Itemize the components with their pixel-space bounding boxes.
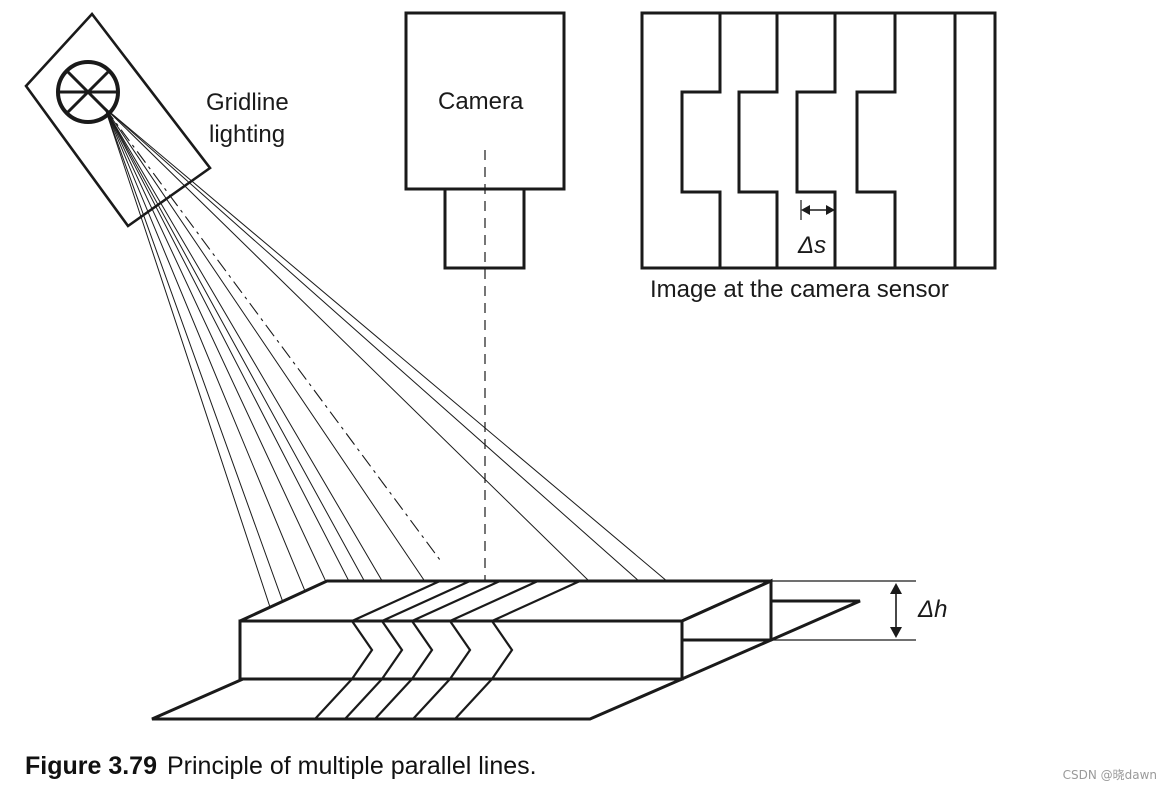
object-stripe: [449, 579, 539, 623]
object-stripe: [454, 678, 493, 720]
object-stripe: [351, 620, 374, 680]
delta-h-label: Δh: [917, 596, 947, 623]
sensor-image-label: Image at the camera sensor: [650, 276, 949, 303]
sensor-image-panel: [640, 11, 997, 270]
object-stripe: [381, 620, 404, 680]
figure-number: Figure 3.79: [25, 752, 157, 780]
light-axis: [104, 107, 441, 561]
delta-h-dimension: [771, 580, 916, 641]
object-stripe: [411, 620, 434, 680]
object-stripe: [344, 678, 383, 720]
light-ray: [104, 107, 641, 583]
object-stripe: [374, 678, 413, 720]
figure-caption: Figure 3.79 Principle of multiple paralle…: [25, 752, 537, 781]
gridline-lighting-label: Gridline lighting: [206, 89, 295, 148]
object-stripe: [449, 620, 472, 680]
watermark: CSDN @晓dawn: [1062, 768, 1157, 782]
object-stripe: [491, 620, 514, 680]
object-stripe: [491, 579, 581, 623]
object-stripe: [412, 678, 451, 720]
figure-caption-text: Principle of multiple parallel lines.: [167, 752, 537, 780]
delta-s-label: Δs: [797, 232, 826, 259]
camera-label: Camera: [438, 88, 524, 115]
projected-stripes-on-object: [314, 579, 581, 720]
object-stripe: [314, 678, 353, 720]
object-stripe: [381, 579, 471, 623]
light-ray: [104, 107, 591, 583]
sensor-stripe: [737, 13, 779, 268]
light-ray: [104, 107, 669, 583]
object-stripe: [411, 579, 501, 623]
sensor-stripe: [855, 13, 897, 268]
stepped-object: [151, 578, 861, 721]
sensor-stripe: [680, 13, 722, 268]
camera-body: [404, 11, 566, 582]
object-stripe: [351, 579, 441, 623]
